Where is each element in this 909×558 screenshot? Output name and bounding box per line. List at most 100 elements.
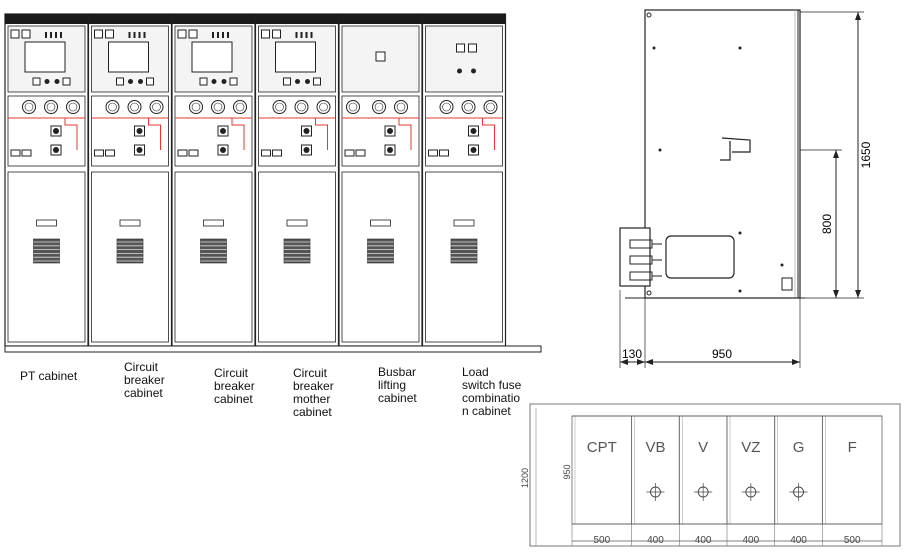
switch-tick bbox=[227, 32, 229, 38]
cabinet-label: Load switch fuse combinatio n cabinet bbox=[462, 365, 522, 418]
plan-bay bbox=[631, 415, 680, 525]
knob-center bbox=[220, 128, 226, 134]
side-screw bbox=[738, 231, 742, 235]
display-screen bbox=[108, 41, 149, 73]
gauge-dial bbox=[316, 100, 331, 114]
vent-grille bbox=[450, 238, 478, 264]
plan-bay-label: CPT bbox=[587, 439, 617, 456]
plan-bay-label: G bbox=[793, 439, 805, 456]
switch-tick bbox=[305, 32, 308, 38]
gauge-inner bbox=[486, 102, 495, 112]
cabinet-label: Busbar lifting cabinet bbox=[378, 365, 417, 405]
side-screw bbox=[646, 12, 652, 18]
button-icon bbox=[146, 77, 154, 86]
side-elevation-view: 1650 800 130 950 bbox=[619, 9, 873, 368]
meter-icon bbox=[272, 29, 281, 39]
gauge-dial bbox=[461, 100, 476, 114]
side-screw bbox=[738, 46, 742, 50]
cabinet-top-bar bbox=[422, 14, 506, 24]
label-plate bbox=[261, 149, 271, 157]
display-screen bbox=[191, 41, 233, 73]
switch-tick bbox=[295, 32, 298, 38]
side-screw bbox=[652, 46, 656, 50]
side-cabinet-body bbox=[644, 9, 801, 299]
cabinet-5 bbox=[338, 13, 423, 347]
indicator-lamp bbox=[295, 79, 300, 84]
gauge-dial bbox=[66, 100, 80, 114]
cabinet-label: Circuit breaker cabinet bbox=[214, 366, 255, 406]
gauge-dial bbox=[439, 100, 454, 114]
gauge-dial bbox=[22, 100, 36, 114]
vent-grille bbox=[200, 238, 227, 264]
indicator-lamp bbox=[221, 79, 227, 84]
plan-bay-width: 500 bbox=[844, 535, 861, 546]
gauge-inner bbox=[130, 102, 139, 112]
gauge-inner bbox=[275, 102, 284, 112]
cabinet-top-bar bbox=[5, 14, 88, 24]
label-plate bbox=[105, 149, 115, 157]
gauge-dial bbox=[127, 100, 142, 114]
switch-tick bbox=[128, 32, 131, 38]
plan-bay bbox=[774, 415, 823, 525]
door-handle-slot bbox=[36, 219, 57, 227]
switch-tick bbox=[300, 32, 303, 38]
door-handle-slot bbox=[119, 219, 141, 227]
label-plate bbox=[428, 149, 438, 157]
plan-bay-width: 400 bbox=[743, 535, 760, 546]
gauge-inner bbox=[235, 102, 245, 112]
plan-bay-label: F bbox=[848, 439, 857, 456]
switch-tick bbox=[55, 32, 57, 38]
plan-bay bbox=[678, 415, 728, 525]
cabinet-3 bbox=[171, 13, 256, 347]
switch-tick bbox=[138, 32, 141, 38]
door-handle-slot bbox=[203, 219, 224, 227]
gauge-dial bbox=[483, 100, 498, 114]
gauge-inner bbox=[348, 102, 358, 112]
door-handle-slot bbox=[286, 219, 308, 227]
switch-tick bbox=[212, 32, 214, 38]
plan-bay-width: 400 bbox=[790, 535, 807, 546]
knob-center bbox=[53, 147, 59, 153]
label-plate bbox=[188, 149, 199, 157]
side-screw bbox=[658, 148, 662, 152]
vent-grille bbox=[33, 238, 60, 264]
knob-center bbox=[387, 128, 393, 134]
dim-arrow bbox=[620, 359, 800, 365]
cabinet-top-bar bbox=[339, 14, 422, 24]
indicator-lamp bbox=[44, 79, 50, 84]
label-plate bbox=[10, 149, 21, 157]
plan-dim-950: 950 bbox=[562, 464, 572, 479]
switch-tick bbox=[133, 32, 136, 38]
button-icon bbox=[283, 77, 291, 86]
gauge-inner bbox=[108, 102, 117, 112]
knob-center bbox=[53, 128, 59, 134]
plan-dim-1200: 1200 bbox=[520, 468, 530, 488]
plan-bay-width: 500 bbox=[593, 535, 610, 546]
side-screw bbox=[738, 289, 742, 293]
cabinet-label: Circuit breaker mother cabinet bbox=[293, 366, 334, 419]
label-plate bbox=[355, 149, 366, 157]
button-icon bbox=[229, 77, 238, 86]
plan-outer-frame bbox=[529, 403, 901, 547]
cabinet-label: Circuit breaker cabinet bbox=[124, 360, 165, 400]
gauge-inner bbox=[297, 102, 306, 112]
gauge-dial bbox=[233, 100, 247, 114]
instrument-panel bbox=[425, 25, 503, 93]
switch-tick bbox=[217, 32, 219, 38]
label-plate bbox=[21, 149, 32, 157]
gauge-dial bbox=[372, 100, 386, 114]
meter-icon bbox=[261, 29, 270, 39]
knob-center bbox=[303, 147, 310, 153]
cabinet-2 bbox=[87, 13, 173, 347]
side-cable-connectors bbox=[629, 239, 662, 281]
indicator-box bbox=[375, 51, 386, 62]
label-plate bbox=[94, 149, 104, 157]
gauge-dial bbox=[394, 100, 408, 114]
gauge-dial bbox=[44, 100, 58, 114]
knob-center bbox=[470, 128, 477, 134]
side-handle bbox=[781, 277, 793, 291]
meter-icon bbox=[177, 29, 187, 39]
vent-grille bbox=[367, 238, 394, 264]
